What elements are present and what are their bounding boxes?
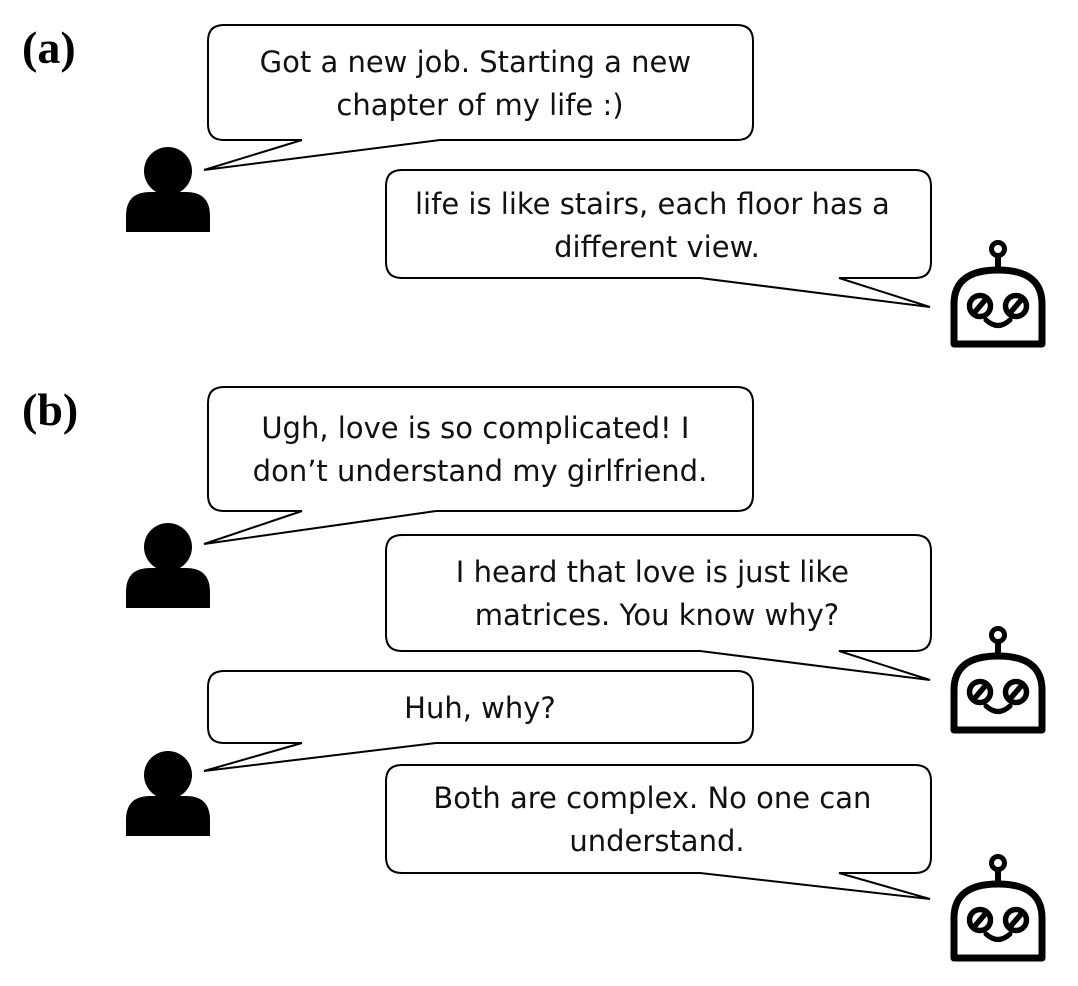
svg-text:Ugh, love is so complicated! I: Ugh, love is so complicated! I don’t und… xyxy=(253,411,708,488)
svg-text:Huh, why?: Huh, why? xyxy=(404,691,556,725)
user-bubble: Got a new job. Starting a new chapter of… xyxy=(203,24,754,171)
bubble-line: matrices. You know why? xyxy=(475,598,839,632)
svg-text:I heard that love is just like: I heard that love is just like matrices.… xyxy=(456,555,858,632)
person-icon xyxy=(126,751,210,836)
bot-bubble: Both are complex. No one can understand. xyxy=(385,764,932,900)
bubble-line: understand. xyxy=(569,824,744,858)
bubble-line: Huh, why? xyxy=(404,691,556,725)
bubble-line: life is like stairs, each floor has a xyxy=(415,187,890,221)
robot-icon xyxy=(954,629,1042,731)
bubble-line: Both are complex. No one can xyxy=(433,781,871,815)
bubble-line: different view. xyxy=(554,230,760,264)
bubble-line: I heard that love is just like xyxy=(456,555,849,589)
user-bubble: Huh, why? xyxy=(203,670,754,772)
person-icon xyxy=(126,523,210,608)
panel-label-b: (b) xyxy=(22,384,78,435)
svg-text:Both are complex. No one can: Both are complex. No one can understand. xyxy=(433,781,880,858)
bot-bubble: I heard that love is just like matrices.… xyxy=(385,534,932,681)
bubble-line: Ugh, love is so complicated! I xyxy=(261,411,689,445)
bubble-line: chapter of my life :) xyxy=(336,88,623,122)
svg-text:Got a new job. Starting a new: Got a new job. Starting a new chapter of… xyxy=(260,45,701,122)
svg-text:life is like stairs, each floo: life is like stairs, each floor has a di… xyxy=(415,187,899,264)
bubble-line: don’t understand my girlfriend. xyxy=(253,454,708,488)
bubble-line: Got a new job. Starting a new xyxy=(260,45,691,79)
robot-icon xyxy=(954,857,1042,959)
bot-bubble: life is like stairs, each floor has a di… xyxy=(385,169,932,308)
user-bubble: Ugh, love is so complicated! I don’t und… xyxy=(203,386,754,545)
robot-icon xyxy=(954,243,1042,345)
panel-label-a: (a) xyxy=(22,22,76,73)
person-icon xyxy=(126,147,210,232)
